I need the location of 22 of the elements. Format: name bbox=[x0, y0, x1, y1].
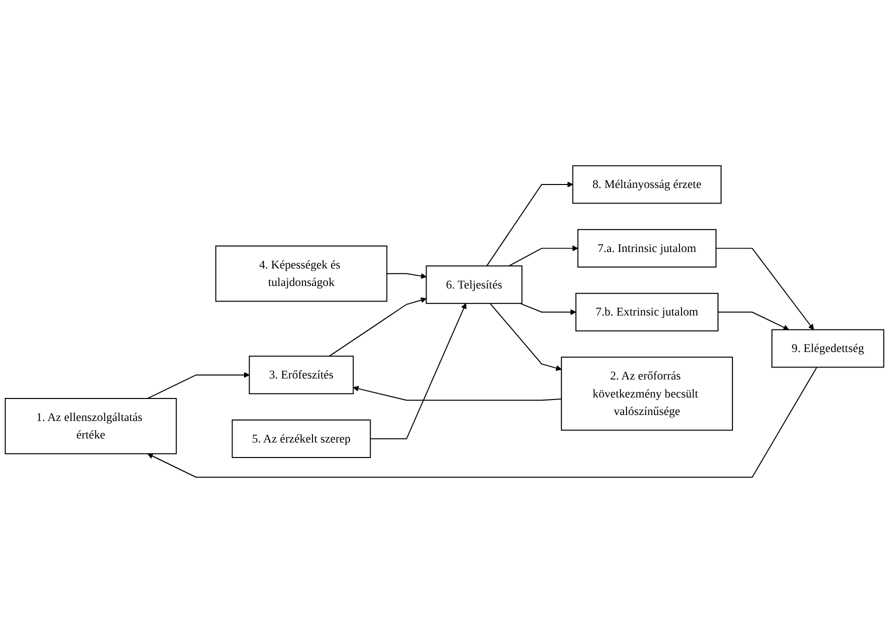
node-box: 7.b. Extrinsic jutalom bbox=[575, 292, 718, 332]
arrow bbox=[147, 366, 818, 478]
arrow bbox=[716, 248, 814, 330]
node-box: 3. Erőfeszítés bbox=[248, 356, 354, 394]
arrow bbox=[353, 386, 562, 401]
arrow bbox=[508, 245, 578, 266]
arrow bbox=[386, 273, 427, 279]
arrow bbox=[490, 302, 562, 371]
arrow bbox=[147, 372, 250, 399]
arrow bbox=[717, 312, 790, 330]
node-box: 5. Az érzékelt szerep bbox=[232, 420, 371, 458]
node-box: 2. Az erőforrás következmény becsült valószínűsége bbox=[560, 356, 733, 431]
node-box: 9. Elégedettség bbox=[771, 329, 884, 368]
arrow bbox=[370, 303, 466, 440]
arrow bbox=[486, 182, 574, 266]
node-box: 8. Méltányosság érzete bbox=[572, 165, 722, 204]
node-box: 6. Teljesítés bbox=[426, 265, 522, 304]
node-box: 4. Képességek és tulajdonságok bbox=[215, 246, 388, 302]
node-box: 7.a. Intrinsic jutalom bbox=[577, 229, 716, 268]
arrow bbox=[328, 297, 427, 357]
arrow bbox=[520, 302, 576, 316]
node-box: 1. Az ellenszolgáltatás értéke bbox=[4, 398, 177, 454]
